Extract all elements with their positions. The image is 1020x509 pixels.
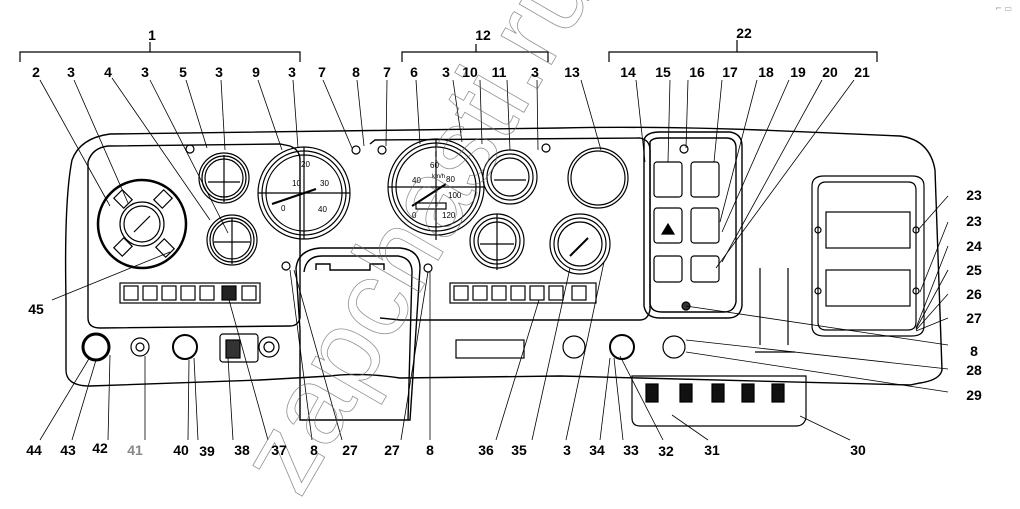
callout-4: 4 (104, 64, 112, 80)
pressure-gauge-35 (549, 213, 611, 275)
group-label-12: 12 (475, 27, 491, 43)
toggle-switch-block-30 (631, 375, 807, 427)
group-label-1: 1 (148, 27, 156, 43)
callout-21: 21 (854, 64, 870, 80)
callout-3: 3 (531, 64, 539, 80)
callout-5: 5 (179, 64, 187, 80)
lower-controls (81, 268, 795, 363)
tach-tick-20: 20 (301, 160, 310, 169)
callout-3: 3 (67, 64, 75, 80)
callout-18: 18 (758, 64, 774, 80)
callout-3: 3 (215, 64, 223, 80)
speedometer-6: 40 60 80 100 120 0 km/h (387, 138, 485, 240)
callout-19: 19 (790, 64, 806, 80)
callout-13: 13 (564, 64, 580, 80)
callout-7: 7 (383, 64, 391, 80)
callout-8: 8 (970, 343, 978, 359)
speedo-tick-40: 40 (412, 176, 421, 185)
gauge-5 (198, 152, 250, 204)
callout-26: 26 (966, 286, 982, 302)
tachometer-9: 10 20 30 0 40 (257, 146, 351, 240)
callout-2: 2 (32, 64, 40, 80)
gauge-4 (206, 214, 258, 266)
callout-8: 8 (352, 64, 360, 80)
callout-31: 31 (704, 442, 720, 458)
dashboard-body (64, 126, 943, 421)
warning-lamps-36 (449, 282, 597, 304)
switch-block-22 (653, 161, 720, 283)
callout-44: 44 (26, 442, 42, 458)
group-bracket-12 (401, 44, 549, 62)
callout-27: 27 (384, 442, 400, 458)
callout-33: 33 (623, 442, 639, 458)
callout-17: 17 (722, 64, 738, 80)
tach-tick-40: 40 (318, 205, 327, 214)
callout-39: 39 (199, 443, 215, 459)
callout-41: 41 (127, 442, 143, 458)
callout-3: 3 (563, 442, 571, 458)
callout-25: 25 (966, 262, 982, 278)
callout-20: 20 (822, 64, 838, 80)
callout-42: 42 (92, 440, 108, 456)
callout-45: 45 (28, 301, 44, 317)
tach-tick-10: 10 (292, 179, 301, 188)
callout-8: 8 (426, 442, 434, 458)
callout-32: 32 (658, 443, 674, 459)
callout-29: 29 (966, 387, 982, 403)
group-bracket-22 (608, 40, 878, 62)
tach-tick-0: 0 (281, 204, 286, 213)
tach-tick-30: 30 (320, 179, 329, 188)
callout-37: 37 (271, 442, 287, 458)
callout-11: 11 (491, 64, 507, 80)
callout-28: 28 (966, 362, 982, 378)
callout-3: 3 (288, 64, 296, 80)
callout-43: 43 (60, 442, 76, 458)
fuse-box (811, 175, 925, 337)
callout-7: 7 (318, 64, 326, 80)
blank-gauge-13 (567, 147, 629, 209)
callout-16: 16 (689, 64, 705, 80)
speedo-tick-80: 80 (446, 175, 455, 184)
callout-10: 10 (462, 64, 478, 80)
speedo-tick-60: 60 (430, 161, 439, 170)
callout-8: 8 (310, 442, 318, 458)
speedo-tick-0: 0 (412, 211, 417, 220)
callout-40: 40 (173, 442, 189, 458)
warning-lamps-37 (119, 282, 261, 304)
speedo-tick-120: 120 (442, 211, 456, 220)
corner-mark: ⌐ ▭ (995, 4, 1012, 13)
callout-24: 24 (966, 238, 982, 254)
callout-23: 23 (966, 187, 982, 203)
callout-3: 3 (442, 64, 450, 80)
speedo-unit: km/h (432, 174, 445, 180)
callout-6: 6 (410, 64, 418, 80)
group-label-22: 22 (736, 25, 752, 41)
callout-9: 9 (252, 64, 260, 80)
leader-lines (39, 77, 949, 441)
gauge-10 (469, 213, 525, 270)
callout-35: 35 (511, 442, 527, 458)
callout-38: 38 (234, 442, 250, 458)
callout-34: 34 (589, 442, 605, 458)
callout-3: 3 (141, 64, 149, 80)
group-bracket-1 (19, 42, 301, 62)
callout-27: 27 (342, 442, 358, 458)
callout-30: 30 (850, 442, 866, 458)
callout-27: 27 (966, 310, 982, 326)
callout-23: 23 (966, 213, 982, 229)
callout-36: 36 (478, 442, 494, 458)
callout-14: 14 (620, 64, 636, 80)
combo-gauge-2 (96, 178, 188, 270)
speedo-tick-100: 100 (448, 191, 462, 200)
callout-15: 15 (655, 64, 671, 80)
